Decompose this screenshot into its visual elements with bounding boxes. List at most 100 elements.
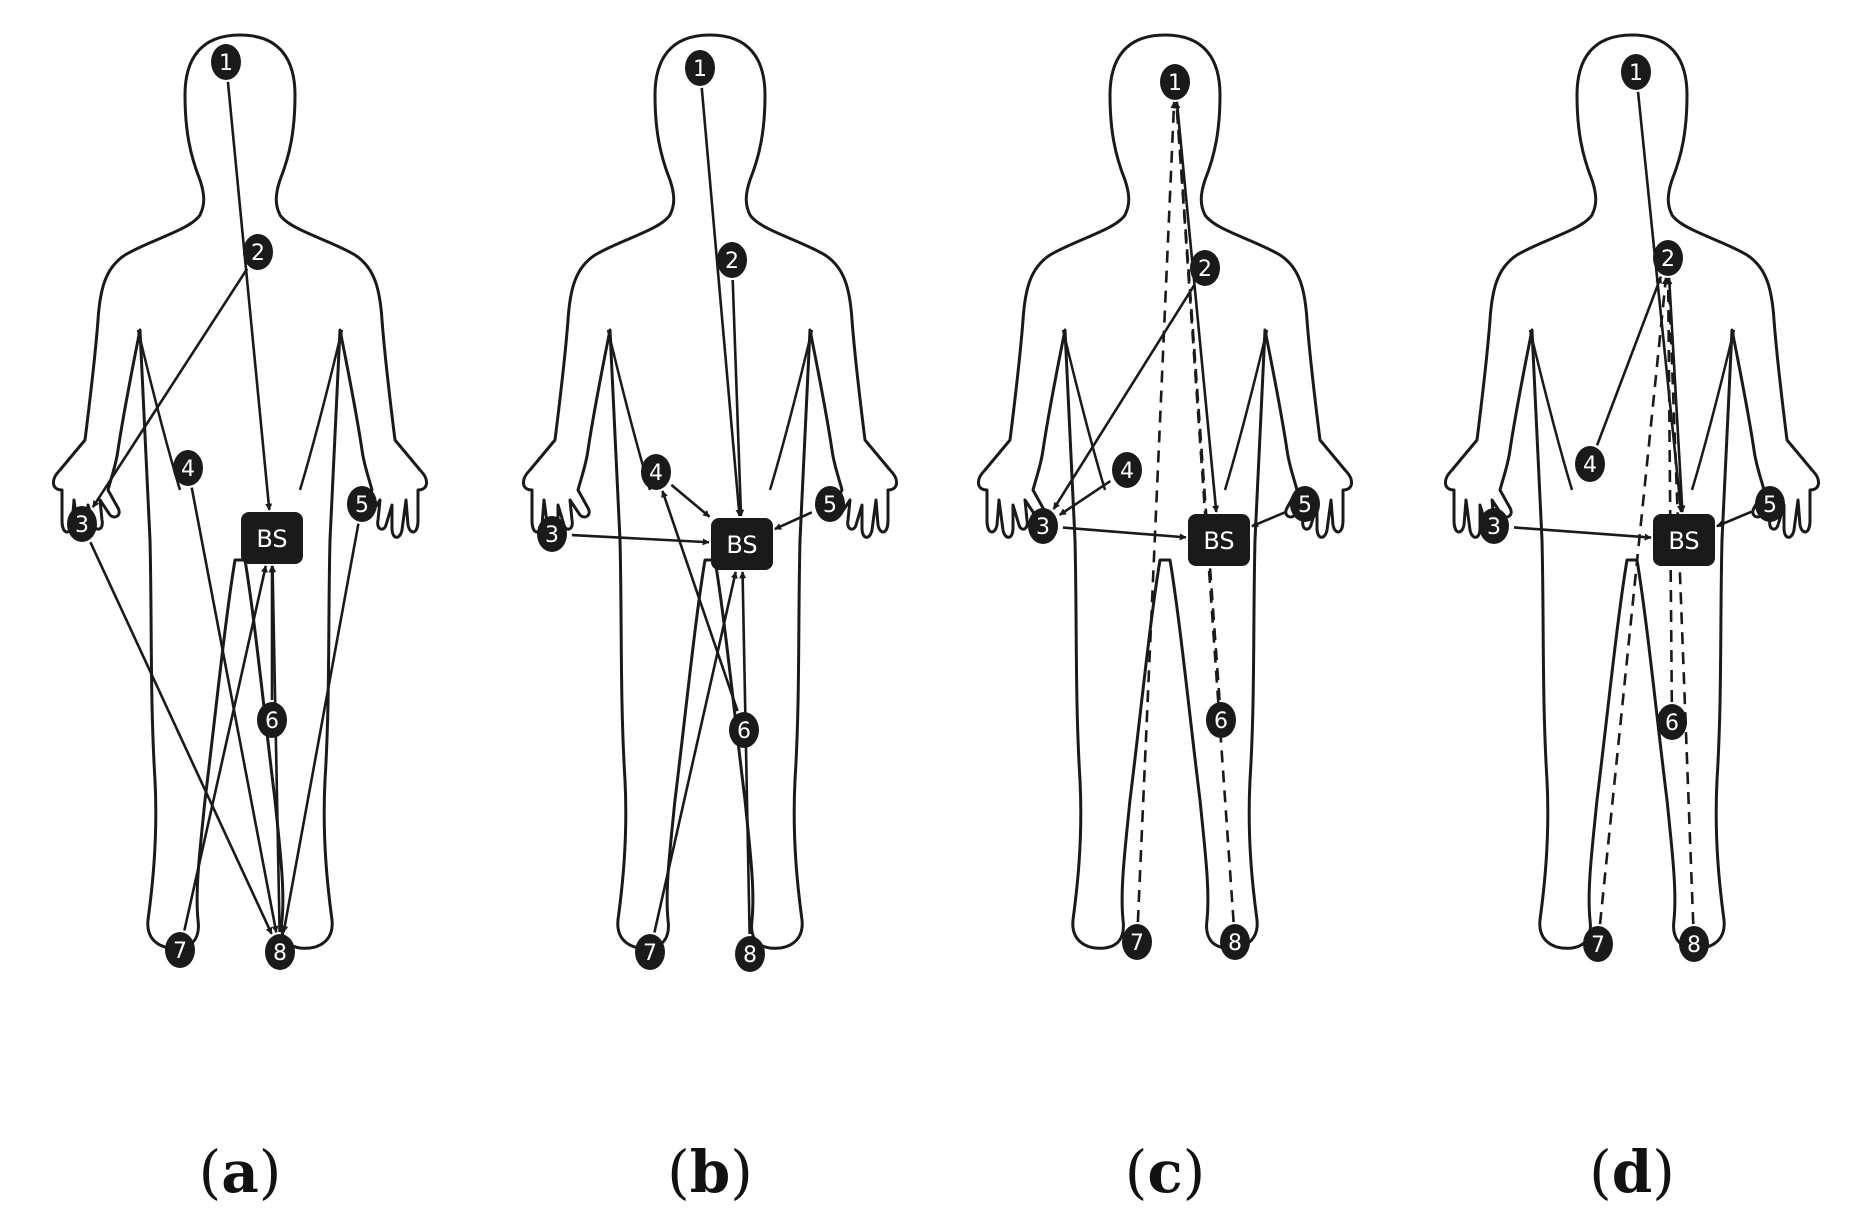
link-2-to-3 [91, 268, 249, 508]
link-8-to-BS [269, 565, 281, 933]
sensor-node-5 [1290, 486, 1320, 522]
base-station-label: BS [726, 531, 757, 559]
link-6-to-4 [661, 490, 739, 712]
panel-c: BS 1 2 3 4 5 6 7 8 (c) [976, 33, 1354, 1206]
sensor-node-1 [1160, 64, 1190, 100]
sensor-node-2 [717, 242, 747, 278]
sensor-node-label-1: 1 [219, 51, 233, 76]
sensor-node-label-7: 7 [1591, 933, 1605, 958]
sensor-node-label-7: 7 [643, 941, 657, 966]
sensor-node-8 [735, 936, 765, 972]
sensor-node-label-7: 7 [1130, 931, 1144, 956]
link-3-to-BS [1513, 526, 1652, 541]
link-4-to-2 [1595, 276, 1663, 446]
sensor-node-label-5: 5 [1298, 493, 1312, 518]
sensor-node-2 [243, 234, 273, 270]
sensor-node-7 [1122, 924, 1152, 960]
base-station [241, 512, 303, 564]
sensor-node-4 [173, 450, 203, 486]
panel-caption-b: (b) [667, 1138, 753, 1206]
sensor-node-4 [1112, 452, 1142, 488]
sensor-node-label-3: 3 [75, 513, 89, 538]
sensor-node-7 [635, 934, 665, 970]
link-7-to-BS [653, 571, 738, 933]
panel-caption-a: (a) [199, 1138, 282, 1206]
sensor-node-3 [67, 506, 97, 542]
link-6-to-2 [1664, 277, 1674, 703]
base-station [711, 518, 773, 570]
link-5-to-BS [1716, 510, 1753, 528]
link-8-to-2 [1665, 277, 1695, 925]
sensor-node-3 [537, 516, 567, 552]
link-1-to-BS [700, 87, 743, 517]
sensor-node-label-6: 6 [737, 719, 751, 744]
sensor-node-5 [347, 486, 377, 522]
sensor-node-label-4: 4 [1120, 459, 1134, 484]
link-8-to-BS [739, 571, 751, 935]
link-5-to-8 [281, 523, 360, 934]
panel-caption-d: (d) [1589, 1138, 1675, 1206]
sensor-node-label-1: 1 [1168, 71, 1182, 96]
panel-caption-c: (c) [1125, 1138, 1206, 1206]
link-4-to-BS [670, 483, 711, 518]
sensor-node-label-7: 7 [173, 939, 187, 964]
sensor-node-6 [729, 712, 759, 748]
sensor-node-2 [1190, 250, 1220, 286]
sensor-node-label-2: 2 [1198, 257, 1212, 282]
sensor-node-label-8: 8 [273, 941, 287, 966]
sensor-node-label-3: 3 [1487, 515, 1501, 540]
sensor-node-1 [211, 44, 241, 80]
sensor-node-label-6: 6 [265, 709, 279, 734]
sensor-node-label-3: 3 [545, 523, 559, 548]
base-station-label: BS [256, 525, 287, 553]
sensor-node-label-4: 4 [649, 461, 663, 486]
sensor-node-6 [1206, 702, 1236, 738]
sensor-node-8 [265, 934, 295, 970]
sensor-node-2 [1653, 240, 1683, 276]
panel-a: BS 1 2 3 4 5 6 7 8 (a) [51, 33, 429, 1206]
sensor-node-label-8: 8 [1228, 931, 1242, 956]
link-2-to-BS [731, 279, 745, 517]
sensor-node-label-4: 4 [181, 457, 195, 482]
link-5-to-BS [774, 511, 813, 531]
sensor-node-label-2: 2 [725, 249, 739, 274]
link-3-to-BS [1062, 526, 1187, 541]
sensor-node-label-5: 5 [355, 493, 369, 518]
sensor-node-label-5: 5 [1763, 493, 1777, 518]
link-8-to-1 [1173, 101, 1235, 923]
sensor-node-1 [685, 50, 715, 86]
sensor-node-8 [1220, 924, 1250, 960]
base-station-label: BS [1203, 527, 1234, 555]
sensor-node-label-8: 8 [1687, 933, 1701, 958]
link-1-to-BS [1636, 91, 1684, 513]
link-7-to-BS [183, 565, 268, 931]
link-7-to-1 [1136, 101, 1178, 923]
sensor-node-label-1: 1 [693, 57, 707, 82]
sensor-node-3 [1028, 508, 1058, 544]
sensor-node-label-8: 8 [743, 943, 757, 968]
sensor-node-6 [257, 702, 287, 738]
link-7-to-2 [1598, 277, 1669, 925]
sensor-node-label-6: 6 [1665, 711, 1679, 736]
sensor-node-label-1: 1 [1629, 61, 1643, 86]
sensor-node-5 [1755, 486, 1785, 522]
link-5-to-BS [1251, 510, 1288, 528]
sensor-node-7 [165, 932, 195, 968]
link-3-to-BS [571, 533, 710, 546]
sensor-node-5 [815, 486, 845, 522]
sensor-node-4 [1575, 446, 1605, 482]
link-1-to-BS [1175, 101, 1220, 513]
link-1-to-BS [226, 81, 273, 511]
sensor-node-label-2: 2 [251, 241, 265, 266]
sensor-node-7 [1583, 926, 1613, 962]
link-4-to-3 [1058, 480, 1112, 516]
sensor-node-label-3: 3 [1036, 515, 1050, 540]
sensor-node-label-6: 6 [1214, 709, 1228, 734]
sensor-node-4 [641, 454, 671, 490]
panel-b: BS 1 2 3 4 5 6 7 8 (b) [521, 33, 899, 1206]
sensor-node-3 [1479, 508, 1509, 544]
sensor-node-label-5: 5 [823, 493, 837, 518]
sensor-node-label-2: 2 [1661, 247, 1675, 272]
